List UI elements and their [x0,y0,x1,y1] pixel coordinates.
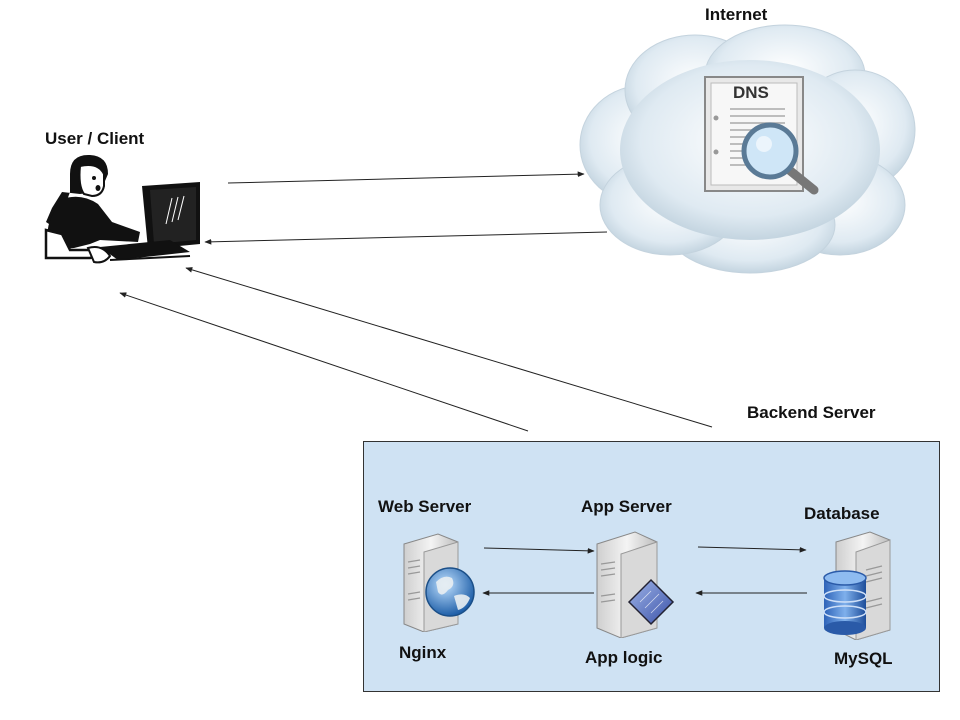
dns-label: DNS [733,83,769,102]
database-label: Database [804,504,880,523]
dns-document-icon [704,76,819,195]
database-server-icon [823,531,891,640]
web-server-label: Web Server [378,497,472,516]
arrow-client-to-dns [227,171,585,184]
app-logic-label: App logic [585,648,663,667]
nginx-label: Nginx [399,643,447,662]
mysql-label: MySQL [834,649,893,668]
internet-label: Internet [705,5,768,24]
backend-server-label: Backend Server [747,403,876,422]
arrow-dns-to-client [204,231,608,245]
user-at-computer-icon [44,154,200,264]
arrow-app-to-db [697,546,807,553]
arrow-appserver-to-client [185,267,713,428]
app-server-label: App Server [581,497,672,516]
user-client-label: User / Client [45,129,145,148]
web-server-globe-icon [403,533,475,632]
arrow-webserver-to-client [119,292,529,432]
arrow-web-to-app [483,547,595,554]
app-server-icon [596,531,675,638]
